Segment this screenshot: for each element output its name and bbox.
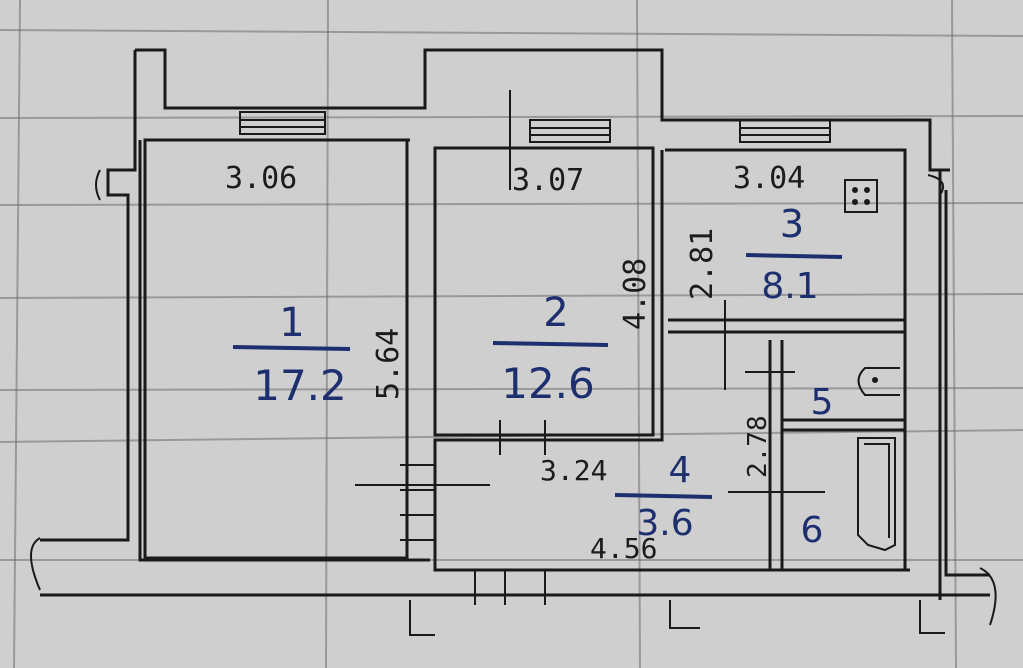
door-icon xyxy=(30,169,997,626)
sink-icon xyxy=(857,367,900,396)
window-icon xyxy=(529,119,611,143)
room2-area: 12.6 xyxy=(501,359,595,408)
room3-width-label: 3.04 xyxy=(733,161,805,196)
room1-length-label: 5.64 xyxy=(371,328,406,400)
room3-number: 3 xyxy=(780,202,804,246)
room4-number: 4 xyxy=(669,450,692,491)
room2-width-label: 3.07 xyxy=(512,163,584,198)
room2-divider xyxy=(492,341,609,347)
room1-number: 1 xyxy=(279,300,304,346)
room3-area: 8.1 xyxy=(761,266,818,307)
room3-length-label: 2.81 xyxy=(685,228,720,300)
window-icon xyxy=(739,119,831,143)
stove-icon xyxy=(844,179,878,213)
window-icon xyxy=(239,111,326,135)
room4-area: 3.6 xyxy=(636,503,693,544)
room2-number: 2 xyxy=(543,290,568,336)
hall-length-label: 4.56 xyxy=(590,532,657,565)
room5-number: 5 xyxy=(811,382,834,423)
outer-walls xyxy=(40,48,990,636)
room2-length-label: 4.08 xyxy=(618,258,653,330)
room1-area: 17.2 xyxy=(253,361,347,410)
interior-walls xyxy=(143,90,910,605)
room6-number: 6 xyxy=(801,510,824,551)
hall-width-label: 3.24 xyxy=(540,454,607,487)
room3-divider xyxy=(745,253,843,259)
room1-divider xyxy=(232,345,351,351)
room1-width-label: 3.06 xyxy=(225,161,297,196)
room4-divider xyxy=(614,493,713,499)
bathtub-icon xyxy=(857,437,896,552)
bath-length-label: 2.78 xyxy=(743,415,773,478)
